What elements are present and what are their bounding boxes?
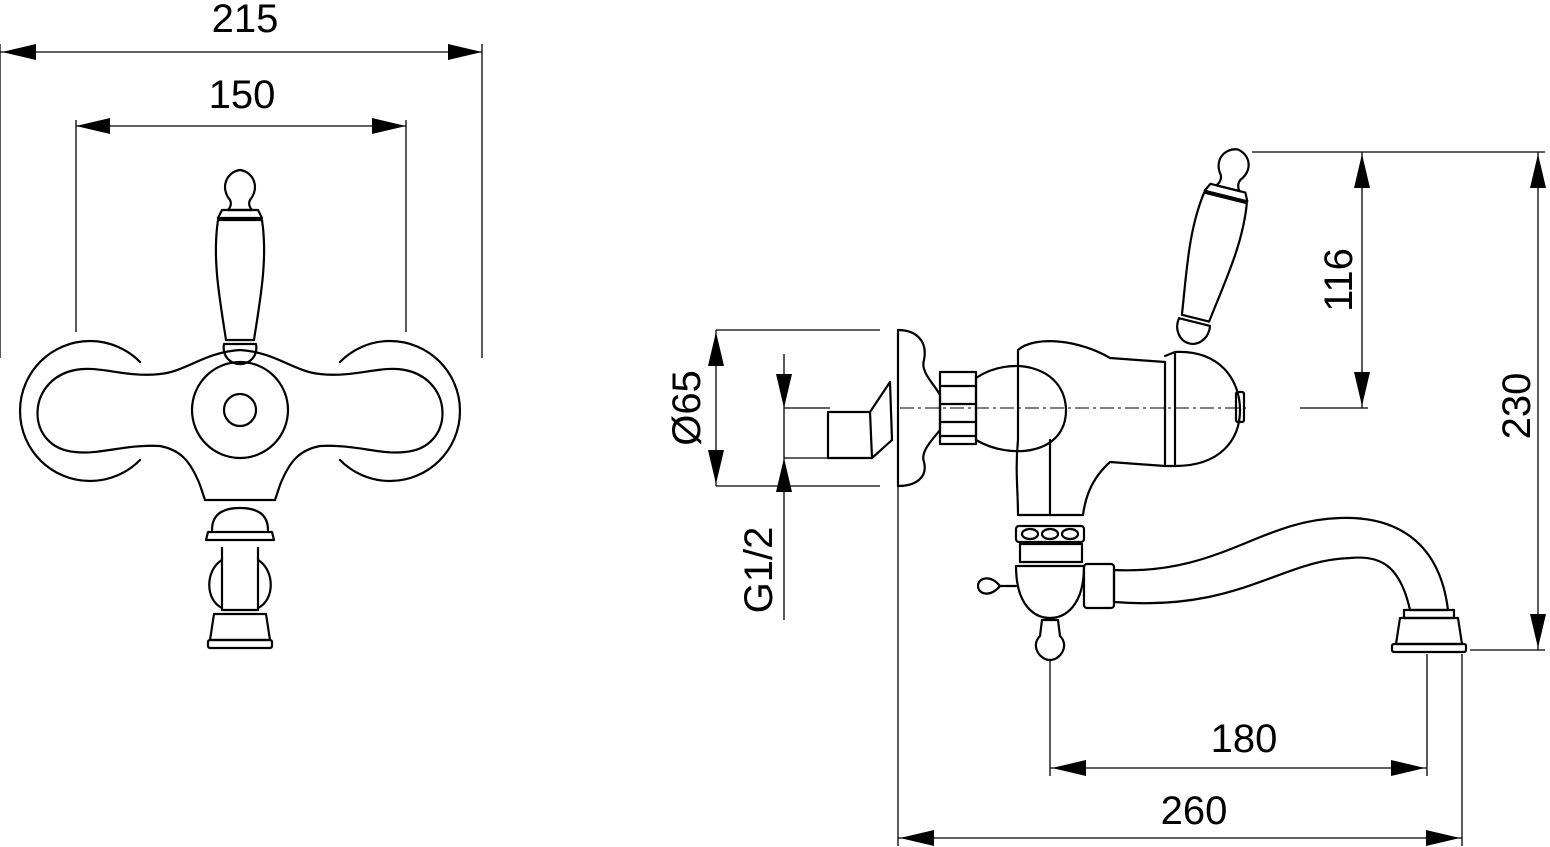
front-body-bar: [36, 348, 444, 502]
spout-aerator: [1390, 608, 1468, 654]
side-handle: [1176, 148, 1250, 345]
side-view: Ø65 G1/2: [665, 148, 1546, 846]
label-spout-reach: 180: [1211, 717, 1278, 761]
label-center-distance: 150: [209, 73, 276, 117]
dimension-total-height: 230: [1470, 152, 1546, 651]
spout: [1112, 516, 1450, 612]
side-body: [974, 364, 1068, 453]
label-handle-height: 116: [1317, 248, 1361, 312]
label-body-diameter: Ø65: [665, 370, 709, 446]
dimension-body-diameter: Ø65: [665, 329, 880, 487]
dimension-thread: G1/2: [737, 354, 830, 620]
left-rosette: [18, 339, 142, 483]
front-view: 215 150: [0, 0, 483, 650]
lower-valve: [976, 562, 1116, 662]
wall-connector: [826, 380, 894, 460]
front-cartridge-ring: [190, 360, 290, 460]
dimension-center-distance: 150: [75, 73, 407, 332]
label-overall-width: 215: [212, 0, 279, 41]
front-cartridge-cap: [222, 392, 258, 428]
front-handle: [214, 168, 266, 366]
cartridge-dome: [1163, 350, 1246, 468]
front-diverter: [204, 506, 276, 650]
dimension-handle-height: 116: [1252, 151, 1545, 409]
dimension-total-depth: 260: [897, 486, 1463, 846]
label-total-depth: 260: [1161, 789, 1228, 833]
diverter-ring: [1014, 524, 1086, 564]
label-thread: G1/2: [737, 527, 781, 614]
right-rosette: [338, 339, 462, 483]
label-total-height: 230: [1495, 373, 1539, 440]
dimension-spout-reach: 180: [1049, 654, 1428, 776]
dimension-overall-width: 215: [0, 0, 483, 358]
